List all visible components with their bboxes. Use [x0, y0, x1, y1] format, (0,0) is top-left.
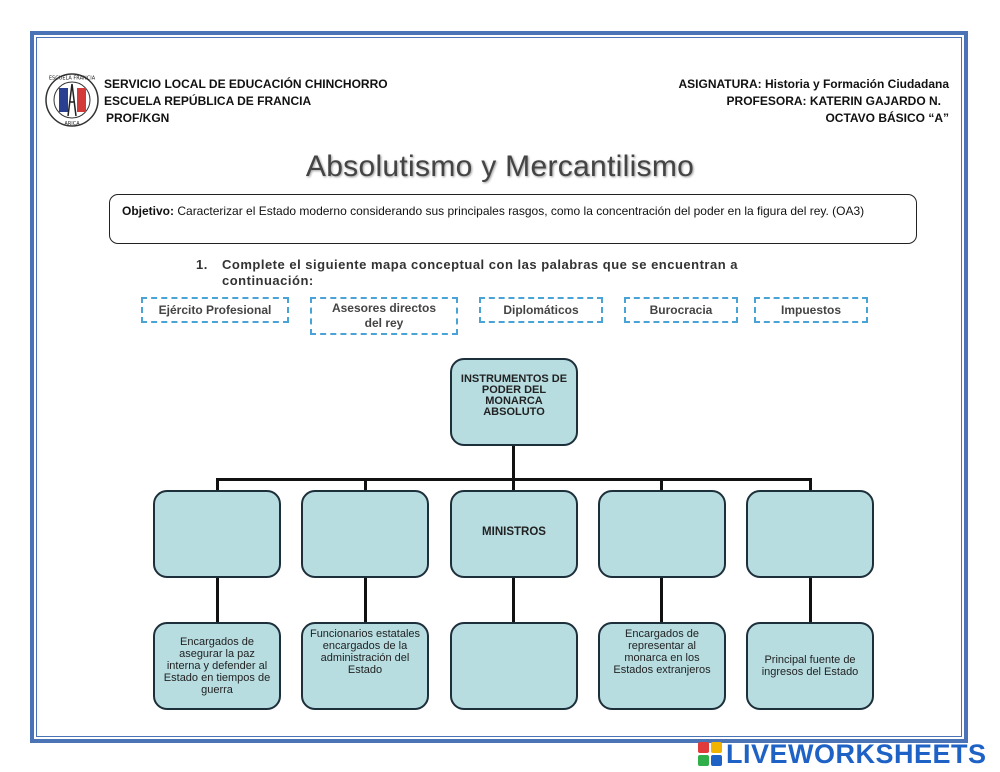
connector-drop [512, 478, 515, 492]
page-border-outer [30, 31, 968, 743]
concept-description: Encargados de representar al monarca en … [598, 622, 726, 710]
liveworksheets-logo-icon [698, 742, 722, 766]
connector-drop [364, 478, 367, 492]
page-title: Absolutismo y Mercantilismo [305, 150, 695, 183]
objective-box: Objetivo: Caracterizar el Estado moderno… [109, 194, 917, 244]
concept-description: Funcionarios estatales encargados de la … [301, 622, 429, 710]
word-bank-item[interactable]: Asesores directos del rey [310, 297, 458, 335]
instruction-number: 1. [196, 257, 208, 272]
connector-vertical [809, 576, 812, 624]
instruction-line2: continuación: [222, 273, 314, 288]
connector-drop [216, 478, 219, 492]
word-bank-item[interactable]: Impuestos [754, 297, 868, 323]
header-service: SERVICIO LOCAL DE EDUCACIÓN CHINCHORRO [104, 77, 388, 91]
concept-answer-box[interactable] [450, 622, 578, 710]
connector-drop [660, 478, 663, 492]
connector-vertical [660, 576, 663, 624]
word-bank-item[interactable]: Burocracia [624, 297, 738, 323]
objective-label: Objetivo: [122, 204, 175, 218]
concept-answer-box[interactable] [598, 490, 726, 578]
concept-ministros: MINISTROS [450, 490, 578, 578]
word-bank-item[interactable]: Ejército Profesional [141, 297, 289, 323]
school-logo: ESCUELA FRANCIA ARICA [45, 73, 99, 127]
connector-drop [809, 478, 812, 492]
concept-root: INSTRUMENTOS DE PODER DEL MONARCA ABSOLU… [450, 358, 578, 446]
logo-top-text: ESCUELA FRANCIA [49, 76, 96, 82]
connector-root [512, 444, 515, 480]
concept-description: Principal fuente de ingresos del Estado [746, 622, 874, 710]
connector-vertical [364, 576, 367, 624]
concept-answer-box[interactable] [746, 490, 874, 578]
header-prof-code: PROF/KGN [106, 111, 170, 125]
concept-description: Encargados de asegurar la paz interna y … [153, 622, 281, 710]
word-bank-item[interactable]: Diplomáticos [479, 297, 603, 323]
connector-vertical [216, 576, 219, 624]
header-grade: OCTAVO BÁSICO “A” [825, 111, 949, 125]
instruction-line1: Complete el siguiente mapa conceptual co… [222, 257, 738, 272]
page-border-inner [36, 37, 962, 737]
objective-text: Caracterizar el Estado moderno considera… [174, 204, 865, 218]
liveworksheets-text: LIVEWORKSHEETS [726, 738, 987, 769]
logo-bottom-text: ARICA [64, 121, 80, 127]
instruction: 1. Complete el siguiente mapa conceptual … [196, 257, 824, 289]
connector-vertical [512, 576, 515, 624]
header-right: ASIGNATURA: Historia y Formación Ciudada… [679, 76, 949, 127]
liveworksheets-brand: LIVEWORKSHEETS [698, 738, 987, 769]
concept-answer-box[interactable] [153, 490, 281, 578]
header-subject: ASIGNATURA: Historia y Formación Ciudada… [678, 77, 949, 91]
header-teacher: PROFESORA: KATERIN GAJARDO N. [726, 94, 941, 108]
header-left: SERVICIO LOCAL DE EDUCACIÓN CHINCHORRO E… [104, 76, 388, 127]
header-school: ESCUELA REPÚBLICA DE FRANCIA [104, 94, 312, 108]
concept-answer-box[interactable] [301, 490, 429, 578]
